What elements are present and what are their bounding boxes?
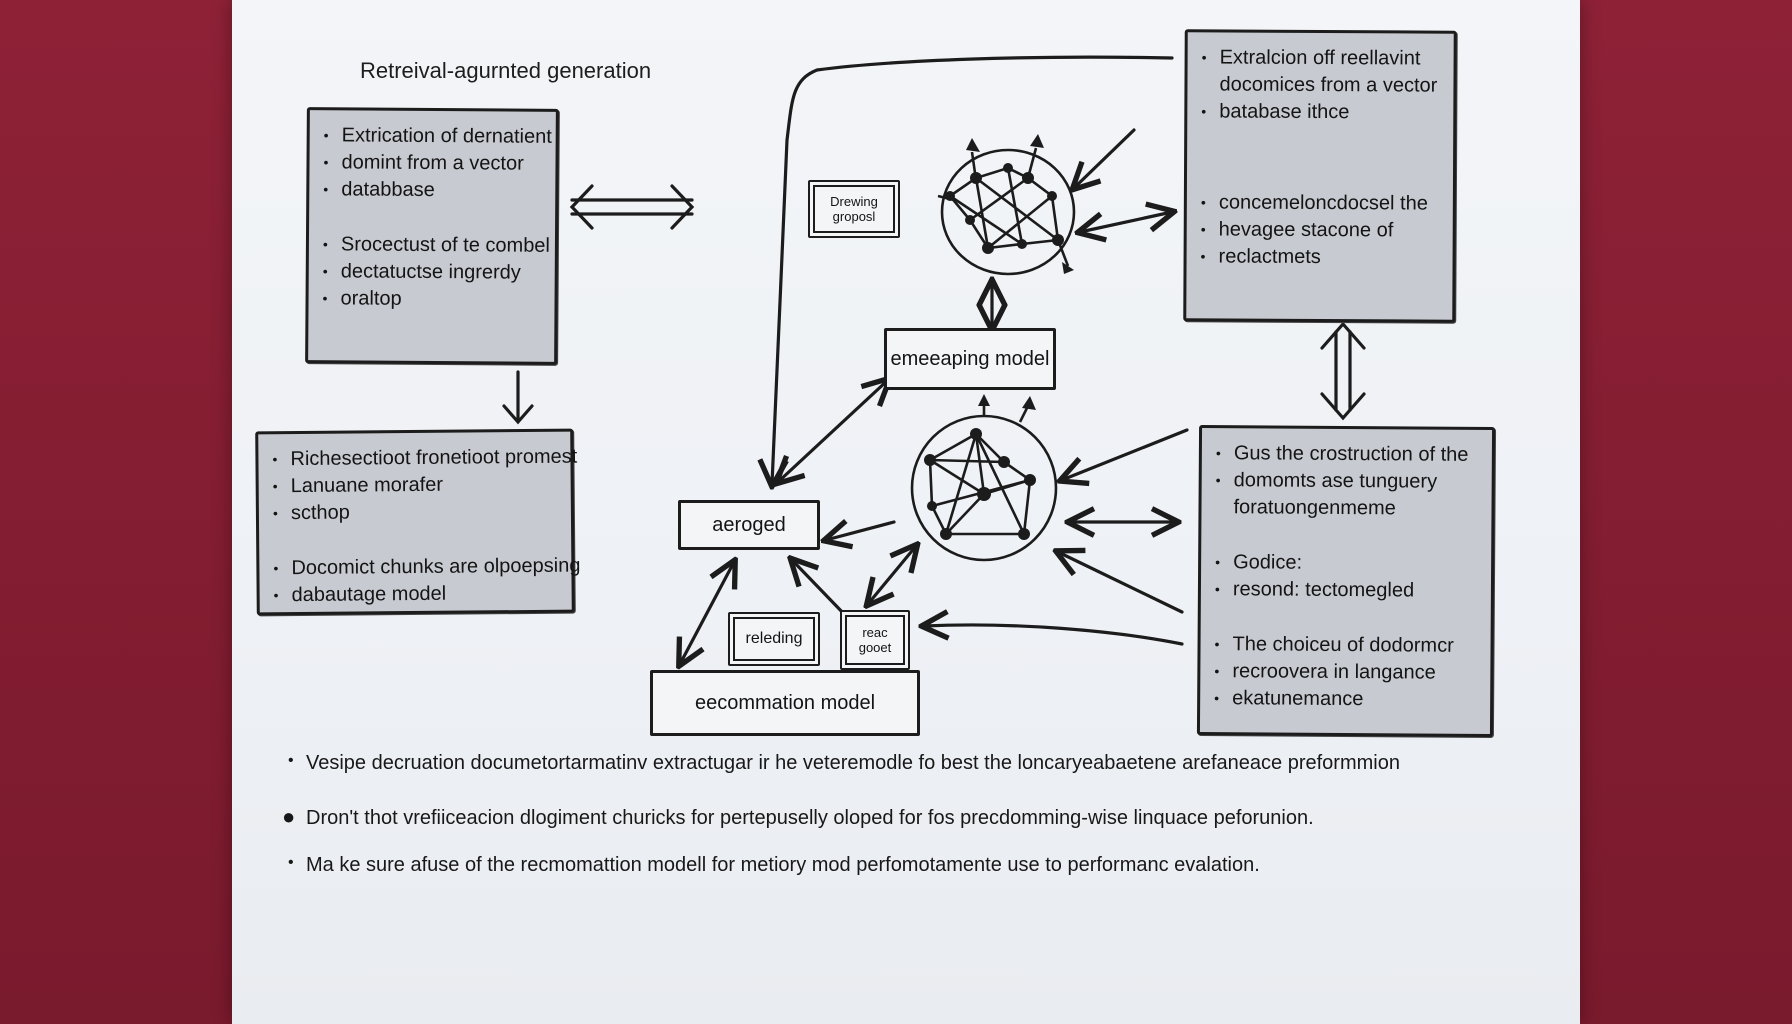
box-item: ekatunemance: [1214, 685, 1476, 714]
note-item: ● Dron't thot vrefiiceacion dlogiment ch…: [272, 804, 1552, 830]
box-mid-right-list: Gus the crostruction of the domomts ase …: [1214, 440, 1478, 714]
note-text: Dron't thot vrefiiceacion dlogiment chur…: [306, 807, 1314, 829]
box-mid-left-list: Richesectioot fronetioot promest Lanuane…: [272, 444, 580, 609]
box-item: hevagee stacone of: [1201, 216, 1439, 244]
box-item: Lanuane morafer: [273, 471, 557, 500]
box-top-left: Extrication of dernatient domint from a …: [305, 107, 559, 365]
connector-layer: [502, 55, 1366, 1024]
tag-aeroged: aeroged: [678, 500, 820, 550]
tag-embedding-model: emeeaping model: [884, 328, 1056, 390]
diagram-title: Retreival-agurnted generation: [360, 58, 652, 83]
arrow-network-reac: [868, 546, 916, 604]
background-left: [0, 0, 240, 1024]
bullet-icon: ●: [282, 804, 296, 829]
box-top-right: Extralcion off reellavint docomices from…: [1183, 29, 1457, 323]
arrow-aeroged-recommation: [680, 562, 734, 664]
network-graph-top: [937, 134, 1076, 276]
tag-drewing-groposl: Drewing groposl: [808, 180, 900, 238]
box-item: Srocectust of te combel: [323, 231, 550, 260]
box-item: dabautage model: [274, 580, 558, 609]
arrow-topright-to-network: [1074, 128, 1136, 188]
double-arrow-top: [569, 184, 695, 230]
note-item: • Ma ke sure afuse of the recmomattion m…: [272, 854, 1552, 877]
box-item: resond: tectomegled: [1215, 576, 1477, 605]
double-arrow-right: [1320, 321, 1366, 421]
tag-releding: releding: [728, 612, 820, 666]
box-item: databbase: [323, 176, 541, 205]
box-item: dectatuctse ingrerdy: [323, 258, 541, 287]
box-top-right-list: Extralcion off reellavint docomices from…: [1201, 44, 1440, 271]
box-item: scthop: [273, 498, 557, 527]
arrow-midright-reac: [924, 625, 1184, 646]
box-item: reclactmets: [1201, 243, 1439, 271]
arrow-reac-aeroged: [792, 560, 848, 618]
note-item: • Vesipe decruation documetortarmatinv e…: [272, 752, 1552, 775]
box-item: recroovera in langance: [1214, 658, 1476, 687]
arrow-midright-to-network: [1062, 428, 1189, 480]
box-item: Godice:: [1215, 549, 1477, 578]
box-item: concemeloncdocsel the: [1201, 189, 1439, 217]
arrow-down-left: [502, 370, 534, 425]
bullet-icon: •: [288, 854, 294, 871]
box-item: batabase ithce: [1201, 98, 1439, 126]
box-mid-right: Gus the crostruction of the domomts ase …: [1196, 424, 1496, 738]
box-item: domomts ase tunguery: [1216, 467, 1478, 496]
box-item: oraltop: [322, 285, 540, 314]
box-item: foratuongenmeme: [1233, 496, 1396, 520]
tag-reac-gooet: reac gooet: [840, 610, 910, 670]
box-item: Extralcion off reellavint: [1202, 44, 1440, 72]
box-item: Docomict chunks are olpoepsing: [273, 553, 580, 582]
notes-list: • Vesipe decruation documetortarmatinv e…: [272, 752, 1552, 877]
box-item: The choiceu of dodormcr: [1214, 631, 1476, 660]
box-item: docomices from a vector: [1219, 73, 1438, 97]
box-item: Gus the crostruction of the: [1216, 440, 1478, 469]
tag-recommation-model: eecommation model: [650, 670, 920, 736]
arrow-embedding-aeroged: [778, 380, 888, 482]
network-graph-mid: [910, 394, 1058, 562]
background-right: [1562, 0, 1792, 1024]
box-item: Extrication of dernatient: [324, 122, 552, 151]
box-item: domint from a vector: [323, 149, 541, 178]
note-text: Vesipe decruation documetortarmatinv ext…: [306, 752, 1400, 774]
paper-sheet: Retreival-agurnted generation: [232, 0, 1580, 1024]
box-mid-left: Richesectioot fronetioot promest Lanuane…: [255, 428, 581, 616]
arrow-loop: [772, 55, 1174, 484]
bullet-icon: •: [288, 752, 294, 769]
note-text: Ma ke sure afuse of the recmomattion mod…: [306, 854, 1260, 876]
arrow-network-aeroged: [826, 522, 896, 540]
arrow-network-right: [1080, 212, 1172, 232]
box-top-left-list: Extrication of dernatient domint from a …: [322, 122, 552, 314]
box-item: Richesectioot fronetioot promest: [272, 444, 577, 473]
arrow-midright-lower: [1058, 552, 1184, 614]
